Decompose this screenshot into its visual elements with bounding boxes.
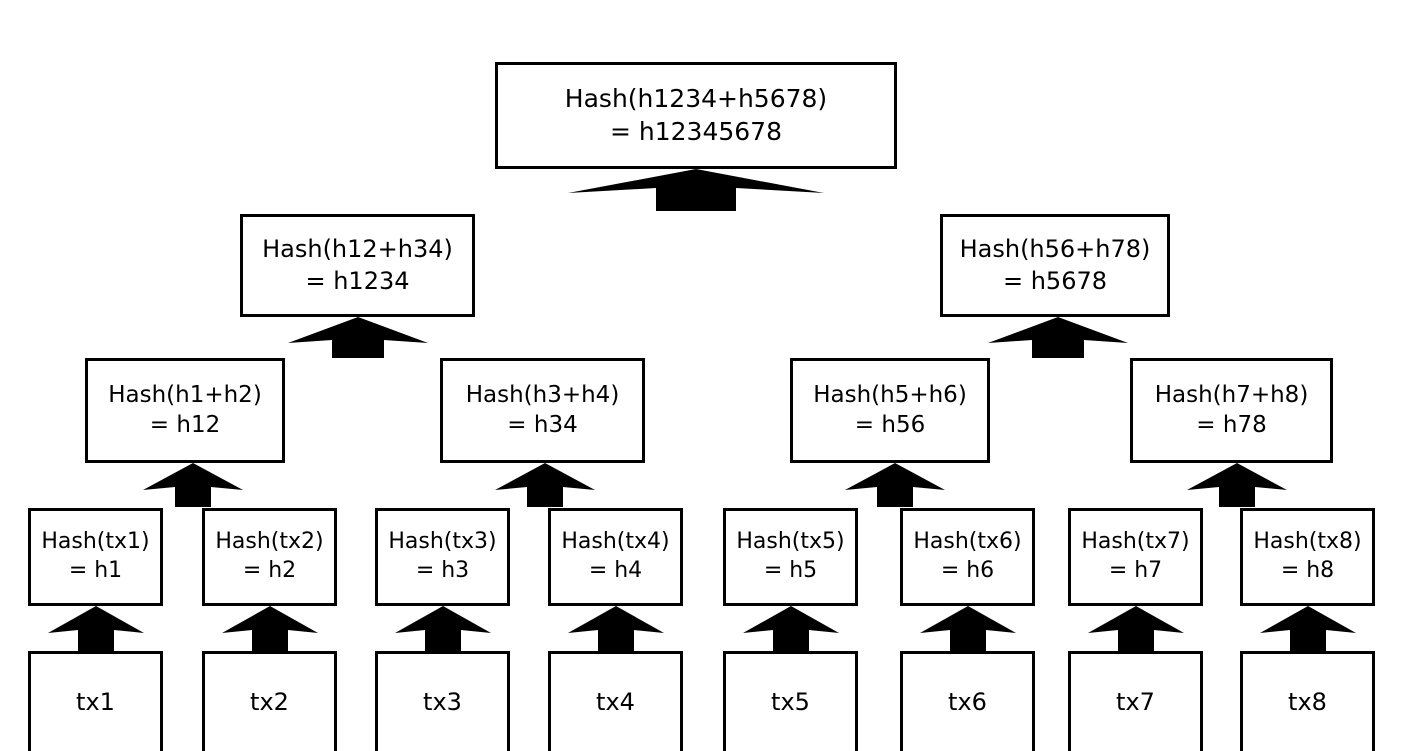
transaction-node-tx3: tx3 <box>375 651 510 751</box>
arrow-up-glyph <box>288 317 428 358</box>
pair-hash-node-h34: Hash(h3+h4) = h34 <box>440 358 645 463</box>
root-hash-node: Hash(h1234+h5678) = h12345678 <box>495 62 897 169</box>
arrow-up-glyph <box>743 606 839 651</box>
inner-hash-left-line2: = h1234 <box>305 266 410 295</box>
leaf-h5-line2: = h5 <box>763 558 818 583</box>
leaf-h2-line1: Hash(tx2) <box>215 529 324 555</box>
pair-h12-line2: = h12 <box>149 411 221 438</box>
leaf-hash-node-h1: Hash(tx1) = h1 <box>28 508 163 606</box>
arrow-to-leaf-h6 <box>920 606 1016 651</box>
arrow-to-pair-h78 <box>1187 463 1287 507</box>
arrow-to-inner-left <box>288 317 428 358</box>
arrow-up-glyph <box>395 606 491 651</box>
transaction-tx6-label: tx6 <box>948 688 987 717</box>
arrow-up-glyph <box>920 606 1016 651</box>
pair-hash-node-h12: Hash(h1+h2) = h12 <box>85 358 285 463</box>
pair-h78-line1: Hash(h7+h8) <box>1154 381 1309 408</box>
arrow-to-leaf-h4 <box>568 606 664 651</box>
arrow-to-leaf-h5 <box>743 606 839 651</box>
transaction-node-tx4: tx4 <box>548 651 683 751</box>
transaction-tx5-label: tx5 <box>771 688 810 717</box>
pair-h34-line1: Hash(h3+h4) <box>465 381 620 408</box>
arrow-to-pair-h56 <box>845 463 945 507</box>
arrow-up-glyph <box>845 463 945 507</box>
root-hash-line2: = h12345678 <box>610 116 782 146</box>
leaf-h1-line2: = h1 <box>68 558 123 583</box>
arrow-to-leaf-h7 <box>1088 606 1184 651</box>
pair-h56-line1: Hash(h5+h6) <box>813 381 967 408</box>
leaf-h2-line2: = h2 <box>242 558 297 583</box>
inner-hash-right-line1: Hash(h56+h78) <box>959 235 1151 264</box>
transaction-node-tx6: tx6 <box>900 651 1035 751</box>
leaf-hash-node-h6: Hash(tx6) = h6 <box>900 508 1035 606</box>
pair-h56-line2: = h56 <box>854 411 926 438</box>
leaf-hash-node-h2: Hash(tx2) = h2 <box>202 508 337 606</box>
arrow-to-root <box>568 169 824 211</box>
leaf-hash-node-h7: Hash(tx7) = h7 <box>1068 508 1203 606</box>
transaction-tx7-label: tx7 <box>1116 688 1155 717</box>
root-hash-line1: Hash(h1234+h5678) <box>564 84 828 113</box>
pair-hash-node-h56: Hash(h5+h6) = h56 <box>790 358 990 463</box>
arrow-to-inner-right <box>988 317 1128 358</box>
transaction-node-tx8: tx8 <box>1240 651 1375 751</box>
arrow-to-pair-h34 <box>495 463 595 507</box>
leaf-h5-line1: Hash(tx5) <box>736 529 845 555</box>
leaf-h4-line2: = h4 <box>588 558 643 583</box>
inner-hash-node-left: Hash(h12+h34) = h1234 <box>240 214 475 317</box>
transaction-tx1-label: tx1 <box>76 688 115 717</box>
arrow-to-leaf-h2 <box>222 606 318 651</box>
arrow-up-glyph <box>568 606 664 651</box>
leaf-h3-line2: = h3 <box>415 558 470 583</box>
leaf-h1-line1: Hash(tx1) <box>41 529 150 555</box>
arrow-up-glyph <box>568 169 824 211</box>
transaction-node-tx5: tx5 <box>723 651 858 751</box>
arrow-up-glyph <box>48 606 144 651</box>
pair-h12-line1: Hash(h1+h2) <box>108 381 262 408</box>
arrow-up-glyph <box>988 317 1128 358</box>
leaf-hash-node-h3: Hash(tx3) = h3 <box>375 508 510 606</box>
leaf-h8-line1: Hash(tx8) <box>1253 529 1362 555</box>
leaf-h6-line1: Hash(tx6) <box>913 529 1022 555</box>
leaf-h7-line2: = h7 <box>1108 558 1163 583</box>
arrow-to-leaf-h8 <box>1260 606 1356 651</box>
leaf-h3-line1: Hash(tx3) <box>388 529 497 555</box>
transaction-tx8-label: tx8 <box>1288 688 1327 717</box>
transaction-tx4-label: tx4 <box>596 688 635 717</box>
pair-h78-line2: = h78 <box>1196 411 1267 438</box>
arrow-up-glyph <box>143 463 243 507</box>
leaf-hash-node-h4: Hash(tx4) = h4 <box>548 508 683 606</box>
pair-h34-line2: = h34 <box>507 411 578 438</box>
arrow-to-leaf-h3 <box>395 606 491 651</box>
inner-hash-node-right: Hash(h56+h78) = h5678 <box>940 214 1170 317</box>
arrow-to-pair-h12 <box>143 463 243 507</box>
pair-hash-node-h78: Hash(h7+h8) = h78 <box>1130 358 1333 463</box>
transaction-node-tx7: tx7 <box>1068 651 1203 751</box>
arrow-up-glyph <box>222 606 318 651</box>
transaction-tx3-label: tx3 <box>423 688 462 717</box>
transaction-tx2-label: tx2 <box>250 688 289 717</box>
leaf-h8-line2: = h8 <box>1280 558 1335 583</box>
arrow-up-glyph <box>495 463 595 507</box>
arrow-up-glyph <box>1187 463 1287 507</box>
arrow-up-glyph <box>1260 606 1356 651</box>
transaction-node-tx2: tx2 <box>202 651 337 751</box>
leaf-hash-node-h5: Hash(tx5) = h5 <box>723 508 858 606</box>
arrow-up-glyph <box>1088 606 1184 651</box>
leaf-hash-node-h8: Hash(tx8) = h8 <box>1240 508 1375 606</box>
inner-hash-left-line1: Hash(h12+h34) <box>262 235 453 264</box>
leaf-h7-line1: Hash(tx7) <box>1081 529 1190 555</box>
arrow-to-leaf-h1 <box>48 606 144 651</box>
transaction-node-tx1: tx1 <box>28 651 163 751</box>
inner-hash-right-line2: = h5678 <box>1002 266 1108 295</box>
leaf-h4-line1: Hash(tx4) <box>561 529 670 555</box>
leaf-h6-line2: = h6 <box>940 558 995 583</box>
